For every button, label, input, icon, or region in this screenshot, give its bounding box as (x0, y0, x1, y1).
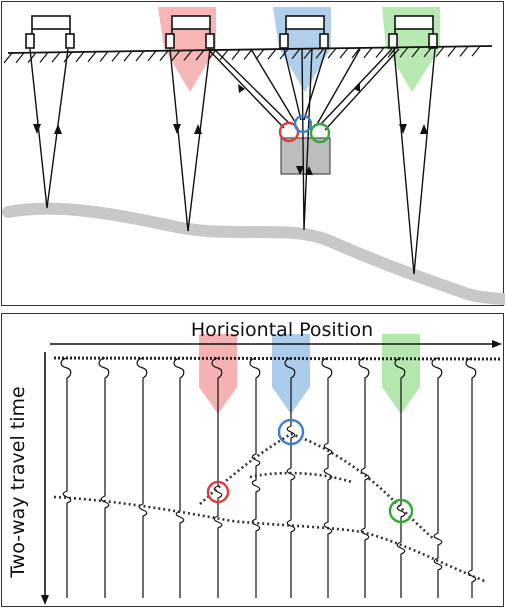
hatch-mark (435, 46, 445, 58)
hatch-mark (291, 48, 301, 60)
red-beam (199, 334, 237, 414)
blue-marker-circle (277, 418, 305, 446)
antenna-unit-3 (279, 15, 329, 49)
antenna-unit-2 (165, 15, 215, 49)
ray-arrowheads (33, 83, 428, 175)
hatch-mark (327, 47, 337, 59)
hatch-mark (303, 48, 313, 59)
hatch-mark (255, 48, 265, 60)
survey-geometry-panel (1, 1, 505, 306)
radar-trace (394, 357, 406, 598)
survey-geometry-diagram (2, 7, 505, 305)
red-marker-circle (278, 121, 300, 143)
trace-group (60, 357, 477, 598)
hatch-mark (219, 49, 229, 61)
antenna-unit-1 (25, 15, 75, 49)
hatch-mark (411, 46, 421, 58)
hatch-mark (51, 51, 61, 63)
radargram-diagram: Horisiontal Position Two-way travel time (7, 319, 502, 605)
radar-trace (321, 357, 333, 598)
blue-beam (272, 334, 310, 414)
object-bottom-reflection (249, 471, 353, 484)
hatch-mark (231, 49, 241, 61)
hatch-mark (123, 50, 133, 62)
radar-trace (358, 357, 370, 598)
radar-trace (465, 357, 477, 598)
y-axis-label: Two-way travel time (7, 386, 29, 578)
hatch-mark (195, 49, 205, 61)
blue-marker-circle (293, 114, 313, 134)
hatch-mark (423, 46, 433, 58)
reflector-layer (2, 202, 505, 305)
radar-trace (173, 357, 185, 598)
red-marker-circle (206, 480, 230, 504)
hatch-mark (87, 51, 97, 63)
hatch-mark (447, 46, 457, 57)
hatch-mark (375, 47, 385, 58)
hatch-mark (147, 50, 157, 62)
green-marker-circle (309, 122, 331, 144)
hatch-mark (75, 51, 85, 63)
hatch-mark (63, 51, 73, 63)
hatch-mark (363, 47, 373, 59)
x-axis-arrow (492, 340, 502, 348)
y-axis-arrow (41, 595, 49, 605)
hatch-mark (351, 47, 361, 59)
hatch-mark (39, 52, 49, 63)
radar-trace (136, 357, 148, 598)
hatch-mark (111, 51, 121, 62)
hatch-mark (159, 50, 169, 62)
hatch-mark (27, 52, 37, 63)
radar-trace (60, 357, 72, 598)
hatch-mark (399, 46, 409, 58)
ground-hatching (3, 45, 481, 64)
buried-object (280, 137, 331, 175)
ray-paths (29, 48, 436, 275)
radar-trace (98, 357, 110, 598)
hatch-mark (471, 45, 481, 57)
hatch-mark (243, 49, 253, 60)
hatch-mark (459, 45, 469, 57)
hatch-mark (135, 50, 145, 62)
layer-reflection (53, 495, 488, 584)
radar-trace (211, 357, 223, 598)
green-marker-circle (388, 498, 414, 524)
hatch-mark (171, 50, 181, 61)
hatch-mark (3, 52, 13, 64)
hatch-mark (99, 51, 109, 62)
x-axis-label: Horisiontal Position (191, 319, 373, 341)
reflection-curves (53, 432, 488, 584)
hatch-mark (15, 52, 25, 64)
ground-surface (7, 45, 493, 54)
radargram-panel: Horisiontal Position Two-way travel time (1, 313, 504, 607)
antenna-unit-4 (388, 15, 438, 49)
radar-trace (431, 357, 443, 598)
hatch-mark (315, 48, 325, 59)
diffraction-hyperbola (199, 432, 435, 540)
hatch-mark (267, 48, 277, 60)
hatch-mark (279, 48, 289, 60)
hatch-mark (339, 47, 349, 59)
green-beam (382, 334, 420, 414)
hatch-mark (183, 49, 193, 61)
